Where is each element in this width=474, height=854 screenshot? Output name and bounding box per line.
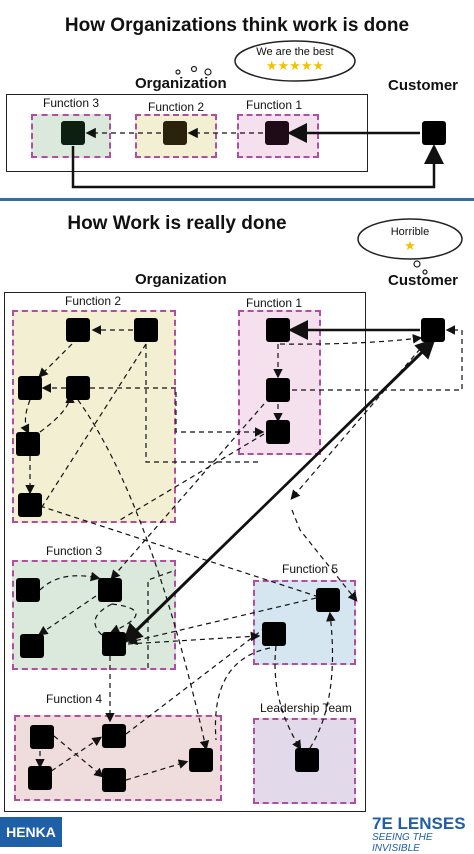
f2-node-f (18, 493, 42, 517)
top-customer-node (422, 121, 446, 145)
f3-node-a (16, 578, 40, 602)
top-function1-node (265, 121, 289, 145)
f2-node-a (66, 318, 90, 342)
f2-node-e (16, 432, 40, 456)
customer-node (421, 318, 445, 342)
f1-node-b (266, 378, 290, 402)
f2-node-b (134, 318, 158, 342)
bottom-organization-frame (4, 292, 366, 812)
f4-node-b (102, 724, 126, 748)
bottom-function3-label: Function 3 (46, 544, 103, 558)
bottom-bubble-stars: ★ (404, 238, 416, 253)
f4-node-a (30, 725, 54, 749)
f4-node-d (102, 768, 126, 792)
bottom-function1-label: Function 1 (246, 296, 303, 310)
lenses-logo-mark: 7E (372, 814, 393, 833)
henka-logo: HENKA (0, 817, 62, 847)
bottom-bubble-text: Horrible (390, 226, 430, 238)
top-thought-bubble (175, 40, 356, 82)
bottom-title: How Work is really done (67, 213, 287, 234)
f3-node-d (102, 632, 126, 656)
section-divider (0, 198, 474, 201)
bottom-function4-label: Function 4 (46, 692, 103, 706)
leadership-node (295, 748, 319, 772)
top-organization-label: Organization (135, 75, 227, 92)
bottom-function5-label: Function 5 (282, 562, 339, 576)
lenses-logo-text: LENSES (397, 814, 466, 833)
top-function2-label: Function 2 (148, 100, 205, 114)
f4-node-e (189, 748, 213, 772)
f2-node-c (18, 376, 42, 400)
top-bubble-stars: ★★★★★ (265, 58, 325, 73)
lenses-logo: 7E LENSES (372, 814, 466, 834)
lenses-tagline: SEEING THE INVISIBLE (372, 832, 433, 854)
f5-node-b (262, 622, 286, 646)
top-function1-label: Function 1 (246, 98, 303, 112)
top-function3-node (61, 121, 85, 145)
f3-node-c (20, 634, 44, 658)
f1-node-a (266, 318, 290, 342)
f1-node-c (266, 420, 290, 444)
f2-node-d (66, 376, 90, 400)
bottom-thought-bubble (357, 218, 463, 275)
top-title: How Organizations think work is done (64, 15, 410, 36)
bottom-function2-label: Function 2 (65, 294, 122, 308)
top-bubble-text: We are the best (256, 46, 334, 58)
bottom-organization-label: Organization (135, 271, 227, 288)
top-function2-node (163, 121, 187, 145)
f5-node-a (316, 588, 340, 612)
f3-node-b (98, 578, 122, 602)
f4-node-c (28, 766, 52, 790)
top-customer-label: Customer (388, 77, 459, 94)
bottom-customer-label: Customer (388, 272, 459, 289)
top-function2-box (135, 114, 217, 158)
bottom-function2-box (12, 310, 176, 523)
top-function3-label: Function 3 (43, 96, 100, 110)
